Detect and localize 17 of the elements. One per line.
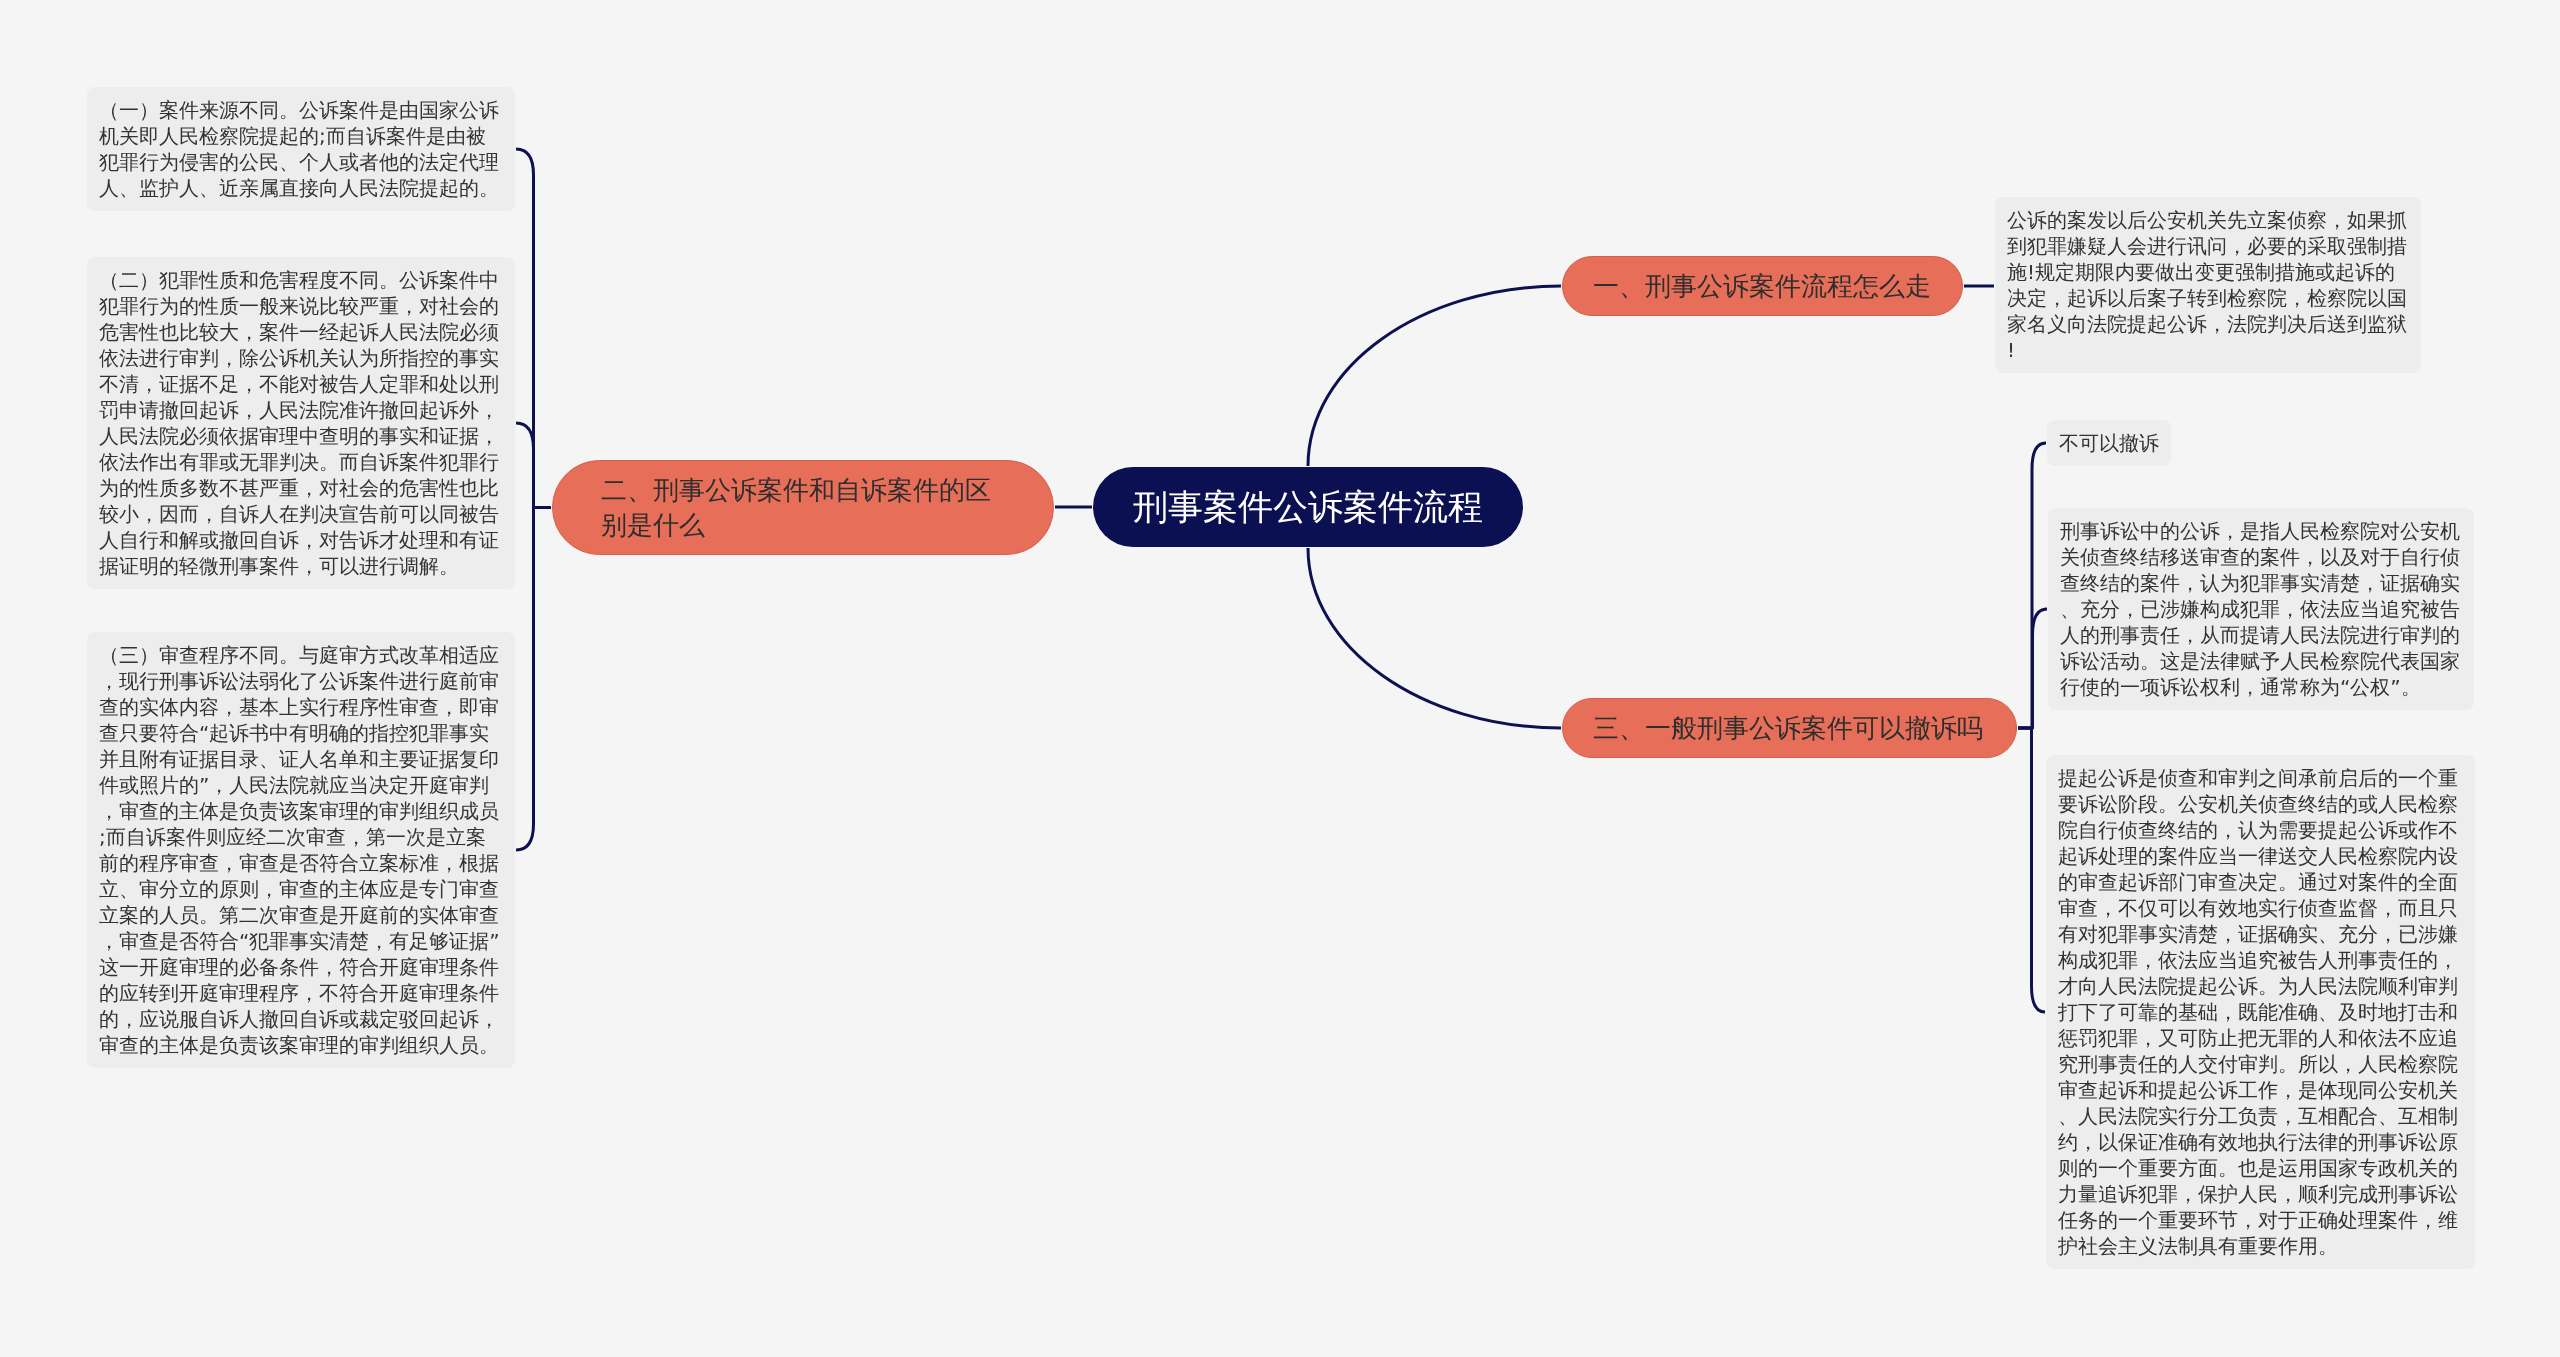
- topic-pill: 一、刑事公诉案件流程怎么走: [1562, 256, 1963, 316]
- connector-line: [1306, 547, 1562, 730]
- connector-line: [1306, 284, 1562, 467]
- note-card: （三）审查程序不同。与庭审方式改革相适应，现行刑事诉讼法弱化了公诉案件进行庭前审查的实体内容，基本上实行程序性审查，即审查只要符合“起诉书中有明确的指控犯罪事实并且附有证据目录、证人名单和主要证据复印件或照片的”，人民法院就应当决定开庭审判，审查的主体是负责该案审理的审判组织成员;而自诉案件则应经二次审查，第一次是立案前的程序审查，审查是否符合立案标准，根据立、审分立的原则，审查的主体应是专门审查立案的人员。第二次审查是开庭前的实体审查，审查是否符合“犯罪事实清楚，有足够证据”这一开庭审理的必备条件，符合开庭审理条件的应转到开庭审理程序，不符合开庭审理条件的，应说服自诉人撤回自诉或裁定驳回起诉，审查的主体是负责该案审理的审判组织人员。: [87, 632, 515, 1068]
- note-card: 刑事诉讼中的公诉，是指人民检察院对公安机关侦查终结移送审查的案件，以及对于自行侦查终结的案件，认为犯罪事实清楚，证据确实、充分，已涉嫌构成犯罪，依法应当追究被告人的刑事责任，从而提请人民法院进行审判的诉讼活动。这是法律赋予人民检察院代表国家行使的一项诉讼权利，通常称为“公权”。: [2048, 508, 2474, 710]
- topic-pill: 三、一般刑事公诉案件可以撤诉吗: [1562, 698, 2017, 758]
- topic-pill: 二、刑事公诉案件和自诉案件的区别是什么: [552, 460, 1054, 555]
- note-card: 提起公诉是侦查和审判之间承前启后的一个重要诉讼阶段。公安机关侦查终结的或人民检察院自行侦查终结的，认为需要提起公诉或作不起诉处理的案件应当一律送交人民检察院内设的审查起诉部门审查决定。通过对案件的全面审查，不仅可以有效地实行侦查监督，而且只有对犯罪事实清楚，证据确实、充分，已涉嫌构成犯罪，依法应当追究被告人刑事责任的，才向人民法院提起公诉。为人民法院顺利审判打下了可靠的基础，既能准确、及时地打击和惩罚犯罪，又可防止把无罪的人和依法不应追究刑事责任的人交付审判。所以，人民检察院审查起诉和提起公诉工作，是体现同公安机关、人民法院实行分工负责，互相配合、互相制约，以保证准确有效地执行法律的刑事诉讼原则的一个重要方面。也是运用国家专政机关的力量追诉犯罪，保护人民，顺利完成刑事诉讼任务的一个重要环节，对于正确处理案件，维护社会主义法制具有重要作用。: [2046, 755, 2475, 1269]
- central-topic: 刑事案件公诉案件流程: [1093, 467, 1523, 547]
- connector-line: [1055, 505, 1092, 509]
- note-card: （一）案件来源不同。公诉案件是由国家公诉机关即人民检察院提起的;而自诉案件是由被犯罪行为侵害的公民、个人或者他的法定代理人、监护人、近亲属直接向人民法院提起的。: [87, 87, 515, 211]
- connector-line: [515, 506, 551, 852]
- note-card: 公诉的案发以后公安机关先立案侦察，如果抓到犯罪嫌疑人会进行讯问，必要的采取强制措施!规定期限内要做出变更强制措施或起诉的决定，起诉以后案子转到检察院，检察院以国家名义向法院提起公诉，法院判决后送到监狱!: [1995, 197, 2421, 373]
- note-card: 不可以撤诉: [2047, 420, 2171, 466]
- connector-line: [1964, 284, 1994, 288]
- note-card: （二）犯罪性质和危害程度不同。公诉案件中犯罪行为的性质一般来说比较严重，对社会的危害性也比较大，案件一经起诉人民法院必须依法进行审判，除公诉机关认为所指控的事实不清，证据不足，不能对被告人定罪和处以刑罚申请撤回起诉，人民法院准许撤回起诉外，人民法院必须依据审理中查明的事实和证据，依法作出有罪或无罪判决。而自诉案件犯罪行为的性质多数不甚严重，对社会的危害性也比较小，因而，自诉人在判决宣告前可以同被告人自行和解或撤回自诉，对告诉才处理和有证据证明的轻微刑事案件，可以进行调解。: [87, 257, 515, 589]
- connector-line: [2018, 726, 2046, 1014]
